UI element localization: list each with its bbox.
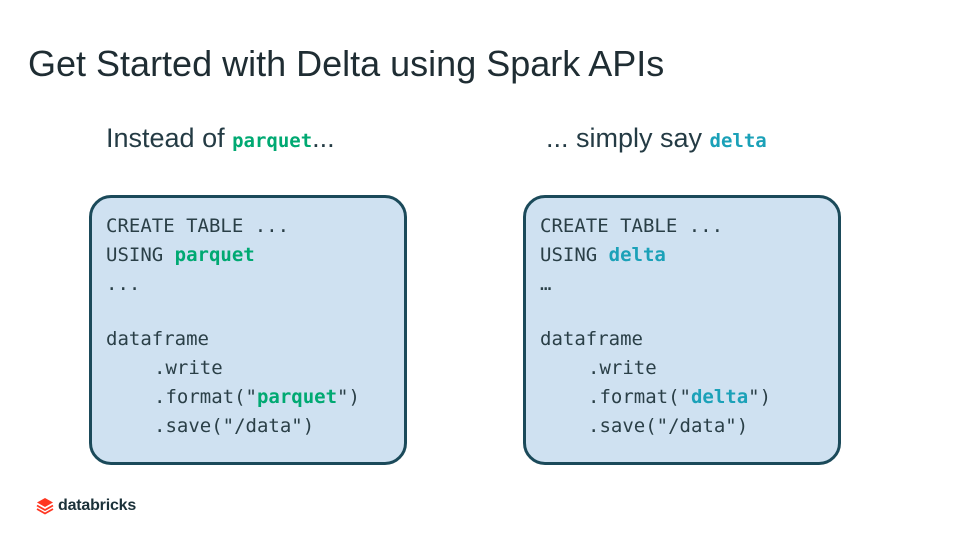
- right-heading-keyword: delta: [709, 130, 767, 152]
- databricks-logo-icon: [36, 498, 54, 515]
- parquet-code-box: CREATE TABLE ... USING parquet ... dataf…: [89, 195, 407, 465]
- code-format-suffix: "): [748, 386, 772, 408]
- code-line-write: .write: [154, 357, 223, 379]
- code-using-keyword: delta: [608, 244, 666, 266]
- code-format-prefix: .format(": [154, 386, 257, 408]
- code-line-dataframe: dataframe: [540, 328, 643, 350]
- right-heading-prefix: ... simply say: [546, 123, 710, 153]
- code-using-prefix: USING: [540, 244, 609, 266]
- code-line-format: .format("parquet"): [106, 383, 404, 412]
- code-line-save: .save("/data"): [588, 415, 749, 437]
- code-using-keyword: parquet: [174, 244, 255, 266]
- slide-title: Get Started with Delta using Spark APIs: [28, 43, 665, 84]
- code-line-format: .format("delta"): [540, 383, 838, 412]
- databricks-logo-text: databricks: [58, 497, 137, 514]
- right-column-heading: ... simply say delta: [546, 122, 767, 154]
- code-using-prefix: USING: [106, 244, 175, 266]
- code-line-ellipsis: …: [540, 273, 552, 295]
- code-format-suffix: "): [337, 386, 360, 408]
- code-line-ellipsis: ...: [106, 273, 141, 295]
- code-format-keyword: parquet: [256, 386, 338, 408]
- left-heading-prefix: Instead of: [106, 123, 233, 153]
- code-line-save: .save("/data"): [154, 415, 315, 437]
- databricks-logo: databricks: [36, 497, 136, 515]
- code-line-using: USING delta: [540, 241, 838, 270]
- code-line-create-table: CREATE TABLE ...: [540, 215, 724, 237]
- code-format-keyword: delta: [690, 386, 749, 408]
- code-line-dataframe: dataframe: [106, 328, 209, 350]
- left-column-heading: Instead of parquet...: [106, 122, 335, 154]
- code-format-prefix: .format(": [588, 386, 691, 408]
- delta-code-box: CREATE TABLE ... USING delta … dataframe…: [523, 195, 841, 465]
- code-line-write: .write: [588, 357, 657, 379]
- left-heading-keyword: parquet: [232, 130, 313, 152]
- code-line-create-table: CREATE TABLE ...: [106, 215, 290, 237]
- left-heading-suffix: ...: [312, 123, 335, 153]
- code-line-using: USING parquet: [106, 241, 404, 270]
